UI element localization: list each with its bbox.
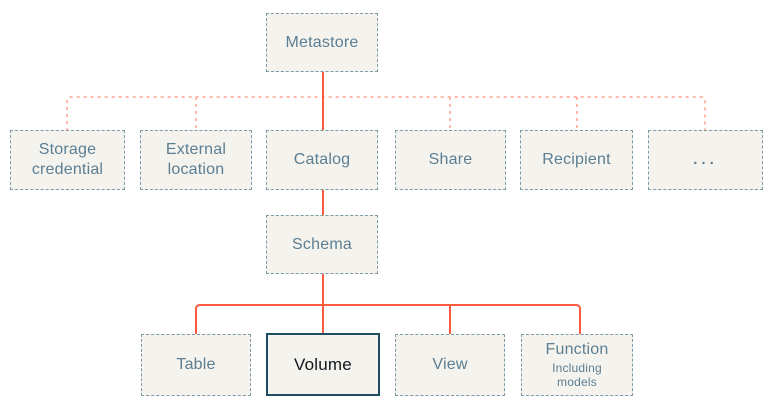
node-function-sublabel: Including models xyxy=(552,361,602,389)
node-storage-credential: Storage credential xyxy=(10,130,125,190)
node-volume-label: Volume xyxy=(294,354,352,374)
node-share-label: Share xyxy=(428,151,473,168)
node-external-location: External location xyxy=(140,130,252,190)
node-volume-highlighted: Volume xyxy=(266,333,380,396)
node-view-label: View xyxy=(432,356,468,373)
node-schema: Schema xyxy=(266,215,378,274)
node-recipient-label: Recipient xyxy=(542,151,611,168)
node-metastore-label: Metastore xyxy=(285,33,359,51)
node-function-label: Function xyxy=(545,341,609,359)
node-external-location-label: External location xyxy=(165,141,227,178)
node-catalog: Catalog xyxy=(266,130,378,190)
node-ellipsis: ... xyxy=(648,130,763,190)
node-share: Share xyxy=(395,130,506,190)
dashed-connectors xyxy=(66,96,706,131)
node-metastore: Metastore xyxy=(266,13,378,72)
node-function: Function Including models xyxy=(521,334,633,396)
node-catalog-label: Catalog xyxy=(293,151,351,168)
node-view: View xyxy=(395,334,505,396)
node-schema-label: Schema xyxy=(292,235,352,253)
node-ellipsis-label: ... xyxy=(693,150,718,168)
solid-connectors xyxy=(195,72,581,334)
node-table: Table xyxy=(141,334,251,396)
node-table-label: Table xyxy=(176,356,216,373)
node-storage-credential-label: Storage credential xyxy=(31,141,104,178)
node-recipient: Recipient xyxy=(520,130,633,190)
